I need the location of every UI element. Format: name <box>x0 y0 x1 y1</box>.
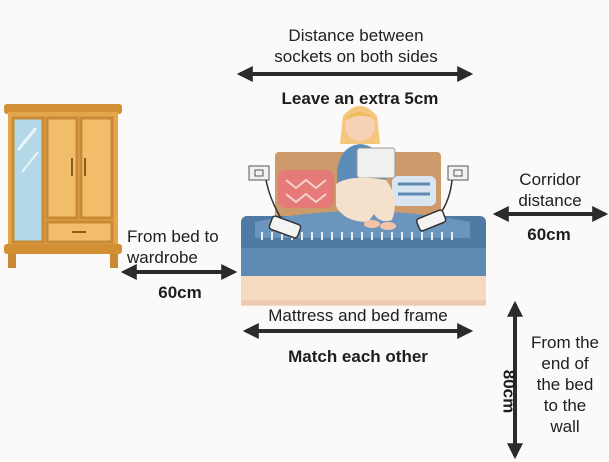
bed-wardrobe-line2: wardrobe <box>127 248 198 267</box>
wardrobe-illustration <box>4 104 122 268</box>
end-wall-line2: end of <box>541 354 589 373</box>
end-wall-line3: the bed <box>536 375 594 394</box>
socket-icon <box>248 165 283 221</box>
bed-wardrobe-label: From bed to wardrobe <box>127 226 247 268</box>
socket-distance-line2: sockets on both sides <box>274 47 438 66</box>
socket-distance-label: Distance between sockets on both sides <box>238 25 474 67</box>
end-wall-line4: to the <box>543 396 587 415</box>
end-wall-line1: From the <box>530 333 600 352</box>
end-wall-label: From the end of the bed to the wall <box>522 332 608 437</box>
end-wall-value: 80cm <box>499 369 519 414</box>
match-note: Match each other <box>288 347 428 366</box>
bed-illustration <box>241 152 486 306</box>
extra-5cm-note: Leave an extra 5cm <box>281 89 439 108</box>
corridor-line1: Corridor <box>519 170 581 189</box>
end-wall-line5: wall <box>550 417 580 436</box>
phone-icon <box>415 209 447 232</box>
socket-icon <box>439 165 469 215</box>
phone-icon <box>268 215 302 239</box>
corridor-label: Corridor distance <box>500 169 600 211</box>
corridor-line2: distance <box>518 191 582 210</box>
socket-distance-line1: Distance between <box>288 26 424 45</box>
mattress-frame-label: Mattress and bed frame <box>268 306 448 325</box>
bed-wardrobe-line1: From bed to <box>127 227 219 246</box>
woman-with-laptop-illustration <box>336 106 396 230</box>
bed-wardrobe-value: 60cm <box>158 283 202 302</box>
corridor-value: 60cm <box>527 225 571 244</box>
